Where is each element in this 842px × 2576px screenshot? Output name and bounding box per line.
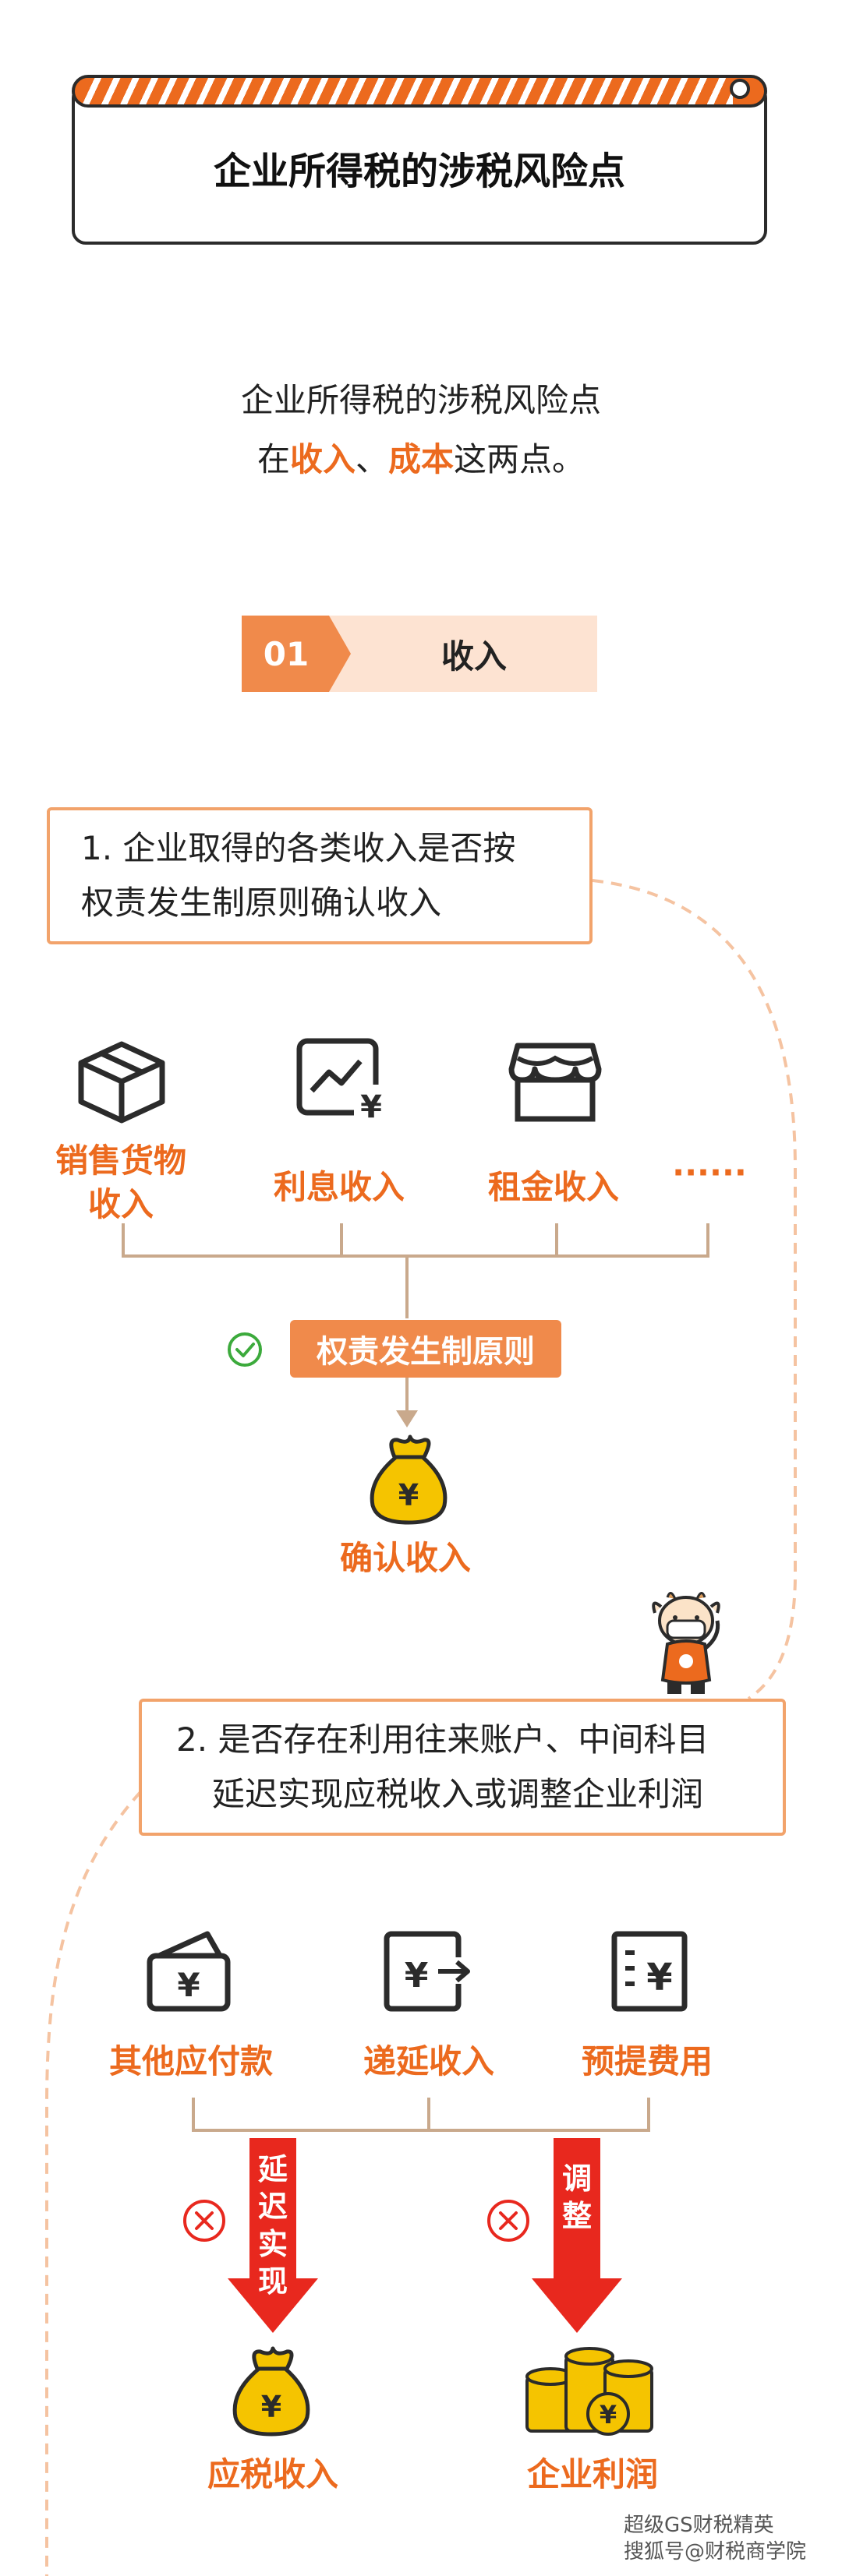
connector-line xyxy=(555,1223,558,1256)
account-accrued-expenses: 预提费用 xyxy=(581,2042,713,2080)
wallet-yen-icon: ¥ xyxy=(147,1931,231,2012)
connector-line xyxy=(405,1378,409,1415)
connector-line xyxy=(706,1223,709,1256)
arrow-text-adjust: 调整 xyxy=(561,2161,592,2233)
red-arrow-down-icon xyxy=(228,2138,318,2333)
title-decor-strip xyxy=(72,75,767,108)
svg-text:¥: ¥ xyxy=(177,1966,200,2004)
svg-text:¥: ¥ xyxy=(405,1956,429,1996)
intro-line-1: 企业所得税的涉税风险点 xyxy=(240,381,601,419)
income-type-goods: 销售货物 收入 xyxy=(55,1142,186,1223)
result-enterprise-profit: 企业利润 xyxy=(526,2455,658,2493)
watermark: 超级GS财税精英 搜狐号@财税商学院 xyxy=(624,2514,807,2564)
account-other-payables: 其他应付款 xyxy=(108,2042,273,2080)
section-number: 01 xyxy=(242,616,351,692)
connector-line xyxy=(192,2129,650,2132)
question-1-box: 1. 企业取得的各类收入是否按 权责发生制原则确认收入 xyxy=(47,807,593,944)
svg-text:¥: ¥ xyxy=(261,2390,281,2424)
account-deferred-income: 递延收入 xyxy=(363,2042,494,2080)
money-bag-icon: ¥ xyxy=(370,1434,448,1525)
cross-circle-icon xyxy=(487,2200,529,2242)
section-label: 收入 xyxy=(440,637,507,676)
shop-icon xyxy=(508,1043,602,1122)
question-1-line-1: 1. 企业取得的各类收入是否按 xyxy=(81,829,516,867)
income-type-more: ······ xyxy=(672,1153,747,1191)
page-title: 企业所得税的涉税风险点 xyxy=(213,150,625,193)
connector-line xyxy=(427,2098,430,2130)
arrow-text-delay: 延迟实现 xyxy=(257,2152,288,2299)
highlight-income: 收入 xyxy=(289,440,356,478)
svg-text:¥: ¥ xyxy=(398,1478,419,1512)
yen-transfer-icon: ¥ xyxy=(384,1931,470,2012)
coin-stack-icon: ¥ xyxy=(525,2347,653,2436)
question-2-line-1: 2. 是否存在利用往来账户、中间科目 xyxy=(176,1720,709,1759)
confirm-income-label: 确认收入 xyxy=(339,1539,471,1577)
connector-line xyxy=(405,1256,409,1318)
red-arrow-down-icon xyxy=(532,2138,622,2333)
connector-line xyxy=(122,1223,125,1256)
question-2-box: 2. 是否存在利用往来账户、中间科目 延迟实现应税收入或调整企业利润 xyxy=(139,1699,786,1836)
money-bag-icon: ¥ xyxy=(232,2346,310,2437)
connector-line xyxy=(192,2098,195,2130)
check-circle-icon xyxy=(228,1332,262,1367)
connector-line xyxy=(340,1223,343,1256)
income-type-interest: 利息收入 xyxy=(273,1168,405,1206)
yen-document-icon: ¥ xyxy=(611,1931,688,2012)
cross-circle-icon xyxy=(183,2200,225,2242)
connector-line xyxy=(647,2098,650,2130)
strip-dot-icon xyxy=(730,79,750,99)
svg-text:¥: ¥ xyxy=(600,2400,617,2430)
svg-text:¥: ¥ xyxy=(360,1089,382,1124)
mascot-icon xyxy=(652,1592,720,1694)
arrow-down-icon xyxy=(396,1410,418,1427)
question-2-line-2: 延迟实现应税收入或调整企业利润 xyxy=(212,1775,704,1813)
income-type-rent: 租金收入 xyxy=(487,1168,619,1206)
principle-badge: 权责发生制原则 xyxy=(290,1320,561,1378)
intro-line-2: 在收入、成本这两点。 xyxy=(256,440,586,478)
box-icon xyxy=(78,1041,165,1124)
question-1-line-2: 权责发生制原则确认收入 xyxy=(81,884,442,922)
chart-yen-icon: ¥ xyxy=(296,1038,388,1124)
svg-text:¥: ¥ xyxy=(646,1956,672,1999)
result-taxable-income: 应税收入 xyxy=(207,2455,338,2493)
connector-line xyxy=(122,1254,709,1258)
highlight-cost: 成本 xyxy=(388,440,455,478)
